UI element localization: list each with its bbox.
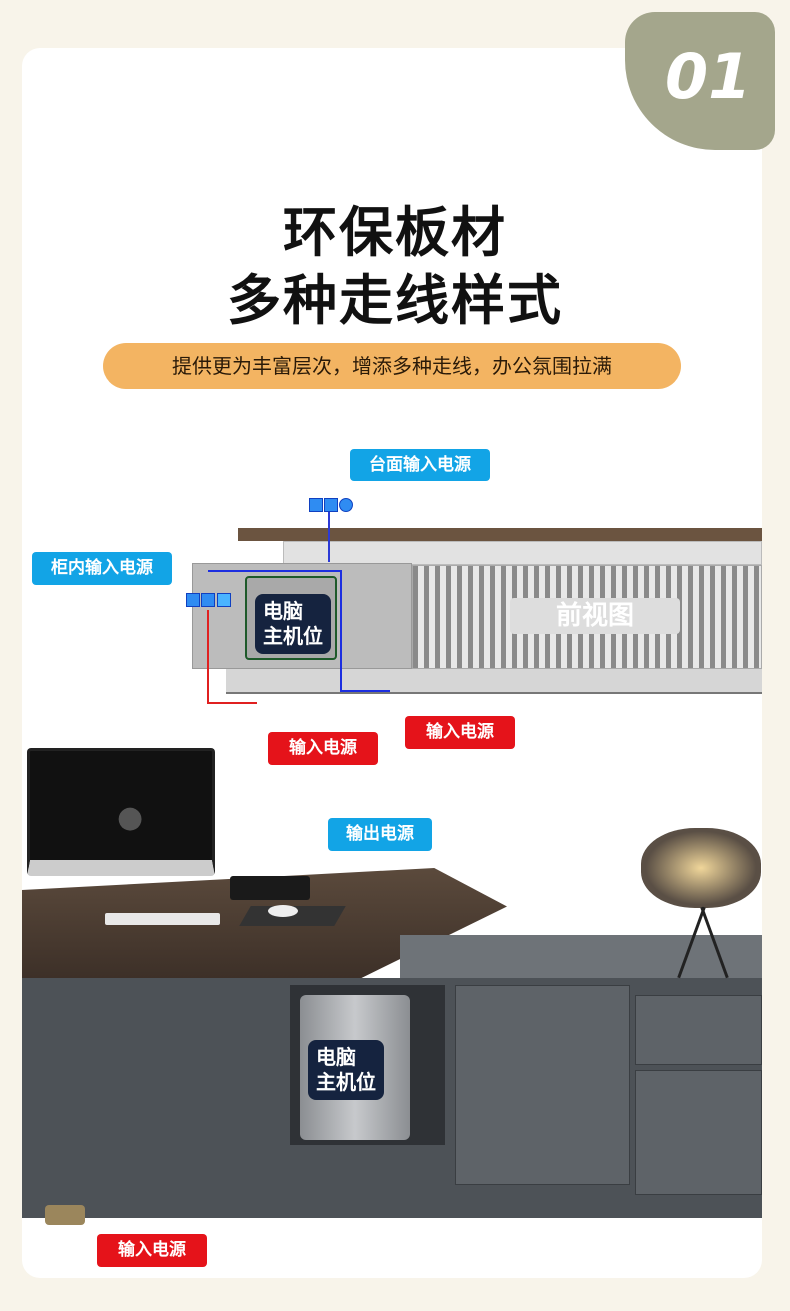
title-line-2: 多种走线样式 — [227, 269, 563, 332]
drawer — [635, 1070, 762, 1195]
power-outlet-box — [230, 876, 310, 900]
socket-icon — [309, 498, 323, 512]
title-line-1: 环保板材 — [283, 201, 507, 264]
socket-icon — [324, 498, 338, 512]
modesty-panel — [283, 541, 762, 565]
table-lamp — [641, 828, 761, 908]
monitor — [27, 748, 215, 876]
keyboard — [105, 913, 220, 925]
input-power-callout-right: 输入电源 — [405, 716, 515, 749]
floor-outlet — [45, 1205, 85, 1225]
wire-blue — [208, 570, 341, 572]
wire-blue — [328, 512, 330, 562]
wire-red — [207, 610, 209, 703]
desktop-power-callout: 台面输入电源 — [350, 449, 490, 481]
socket-icon — [186, 593, 200, 607]
mouse — [268, 905, 298, 917]
wire-blue — [340, 690, 390, 692]
wire-red — [207, 702, 257, 704]
cabinet-door — [455, 985, 630, 1185]
input-power-callout-left: 输入电源 — [268, 732, 378, 765]
output-power-callout: 输出电源 — [328, 818, 432, 851]
socket-icon — [201, 593, 215, 607]
wire-blue — [340, 570, 342, 692]
apple-logo-icon: ● — [117, 800, 144, 835]
cabinet-base — [226, 669, 762, 694]
pc-slot-label-photo: 电脑 主机位 — [308, 1040, 384, 1100]
cabinet-power-callout: 柜内输入电源 — [32, 552, 172, 585]
front-view-label: 前视图 — [510, 598, 680, 634]
pc-slot-label: 电脑 主机位 — [255, 594, 331, 654]
badge-number: 01 — [665, 40, 752, 113]
socket-icon — [217, 593, 231, 607]
desktop-top — [238, 528, 762, 541]
usb-socket-icon — [339, 498, 353, 512]
drawer — [635, 995, 762, 1065]
subtitle-pill: 提供更为丰富层次，增添多种走线，办公氛围拉满 — [103, 343, 681, 389]
input-power-callout-photo: 输入电源 — [97, 1234, 207, 1267]
